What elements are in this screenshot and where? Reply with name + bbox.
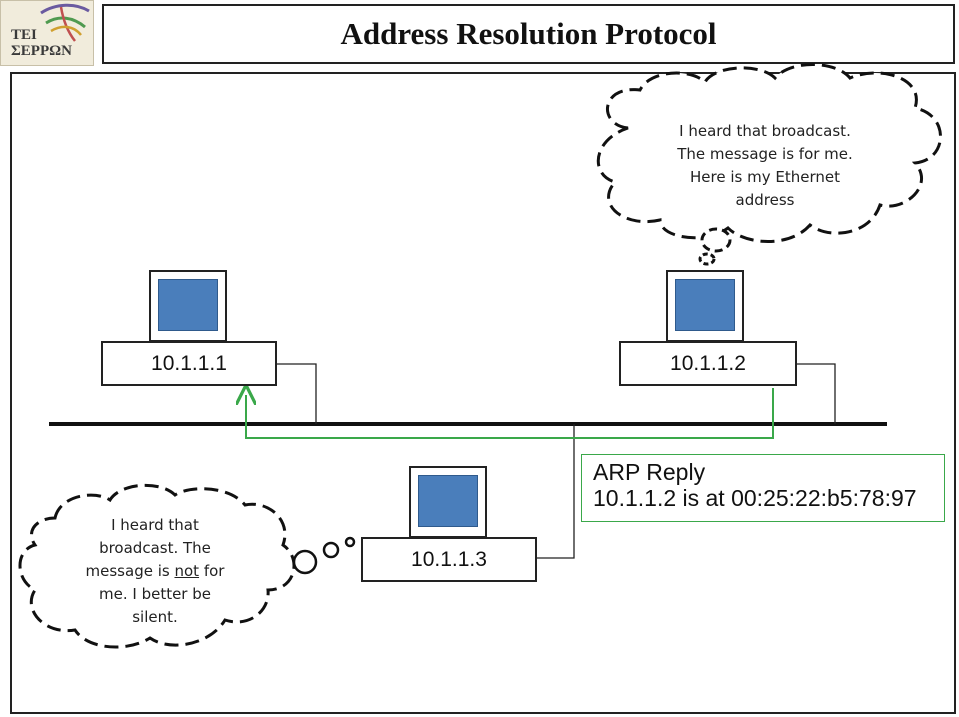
bubble-host3-line4: me. I better be bbox=[99, 585, 211, 603]
host2-box: 10.1.1.2 bbox=[619, 341, 797, 386]
host1-monitor bbox=[149, 270, 227, 342]
host2-monitor bbox=[666, 270, 744, 342]
host3-ip: 10.1.1.3 bbox=[411, 547, 487, 571]
bubble-host3-emphasis: not bbox=[174, 562, 200, 580]
logo-swoosh-icon bbox=[40, 3, 90, 42]
logo-line1: TEI bbox=[11, 27, 37, 43]
bubble-host2-line4: address bbox=[735, 191, 795, 209]
logo: TEI ΣΕΡΡΩΝ bbox=[0, 0, 94, 66]
diagram-frame bbox=[10, 72, 956, 714]
arp-reply-arrow bbox=[246, 388, 774, 439]
arp-reply-box: ARP Reply 10.1.1.2 is at 00:25:22:b5:78:… bbox=[581, 454, 945, 522]
bubble-host2-line3: Here is my Ethernet bbox=[690, 168, 840, 186]
cable-host2 bbox=[797, 363, 836, 424]
host3-monitor bbox=[409, 466, 487, 538]
arp-reply-detail: 10.1.1.2 is at 00:25:22:b5:78:97 bbox=[593, 485, 917, 511]
bubble-text-host2: I heard that broadcast. The message is f… bbox=[650, 120, 880, 212]
bubble-host2-line1: I heard that broadcast. bbox=[679, 122, 851, 140]
host2-ip: 10.1.1.2 bbox=[670, 351, 746, 375]
arp-reply-title: ARP Reply bbox=[593, 459, 706, 485]
thought-bubble-host2 bbox=[596, 63, 942, 266]
host1-box: 10.1.1.1 bbox=[101, 341, 277, 386]
bubble-host2-line2: The message is for me. bbox=[677, 145, 853, 163]
logo-line2: ΣΕΡΡΩΝ bbox=[11, 43, 72, 59]
bubble-host3-line3: message is not for bbox=[55, 560, 255, 583]
bubble-host3-line3-post: for bbox=[199, 562, 225, 580]
bubble-host3-line1: I heard that bbox=[111, 516, 199, 534]
host3-box: 10.1.1.3 bbox=[361, 537, 537, 582]
host1-screen bbox=[158, 279, 218, 331]
host3-screen bbox=[418, 475, 478, 527]
cable-host3 bbox=[536, 424, 575, 559]
bubble-text-host3: I heard that broadcast. The message is n… bbox=[55, 514, 255, 629]
logo-text: TEI ΣΕΡΡΩΝ bbox=[11, 27, 72, 59]
bubble-host3-line5: silent. bbox=[132, 608, 178, 626]
bubble-host3-line2: broadcast. The bbox=[99, 539, 211, 557]
host1-ip: 10.1.1.1 bbox=[151, 351, 227, 375]
bubble-host3-line3-pre: message is bbox=[85, 562, 175, 580]
title-box: Address Resolution Protocol bbox=[102, 4, 955, 64]
page-title: Address Resolution Protocol bbox=[340, 16, 717, 51]
thought-bubble-host3 bbox=[18, 483, 356, 649]
host2-screen bbox=[675, 279, 735, 331]
cable-host1 bbox=[276, 363, 317, 424]
